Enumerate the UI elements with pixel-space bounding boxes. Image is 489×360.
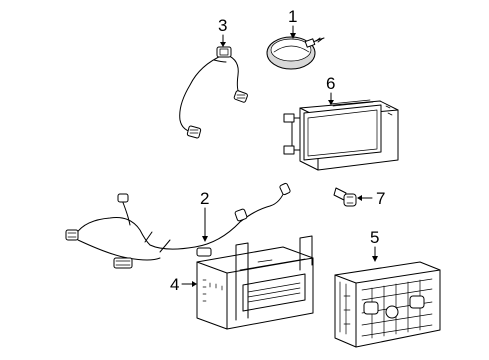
callout-2: 2 xyxy=(200,189,209,242)
screw-part[interactable] xyxy=(333,187,357,207)
wiring-harness-part[interactable] xyxy=(65,182,291,269)
callout-7: 7 xyxy=(357,189,385,208)
control-panel-part[interactable] xyxy=(334,261,441,348)
callout-4: 4 xyxy=(170,275,197,294)
radio-receiver-part[interactable] xyxy=(196,235,314,330)
callout-label-4: 4 xyxy=(170,275,179,294)
callout-5: 5 xyxy=(370,228,379,262)
callout-6: 6 xyxy=(326,74,335,105)
callout-label-2: 2 xyxy=(200,189,209,208)
callout-label-7: 7 xyxy=(376,189,385,208)
callout-1: 1 xyxy=(288,7,297,39)
callout-label-5: 5 xyxy=(370,228,379,247)
antenna-cable-part[interactable] xyxy=(179,46,248,139)
antenna-part[interactable] xyxy=(266,36,325,70)
callout-3: 3 xyxy=(218,16,227,47)
callout-label-6: 6 xyxy=(326,74,335,93)
display-unit-part[interactable] xyxy=(283,99,399,171)
callout-label-1: 1 xyxy=(288,7,297,26)
callout-label-3: 3 xyxy=(218,16,227,35)
